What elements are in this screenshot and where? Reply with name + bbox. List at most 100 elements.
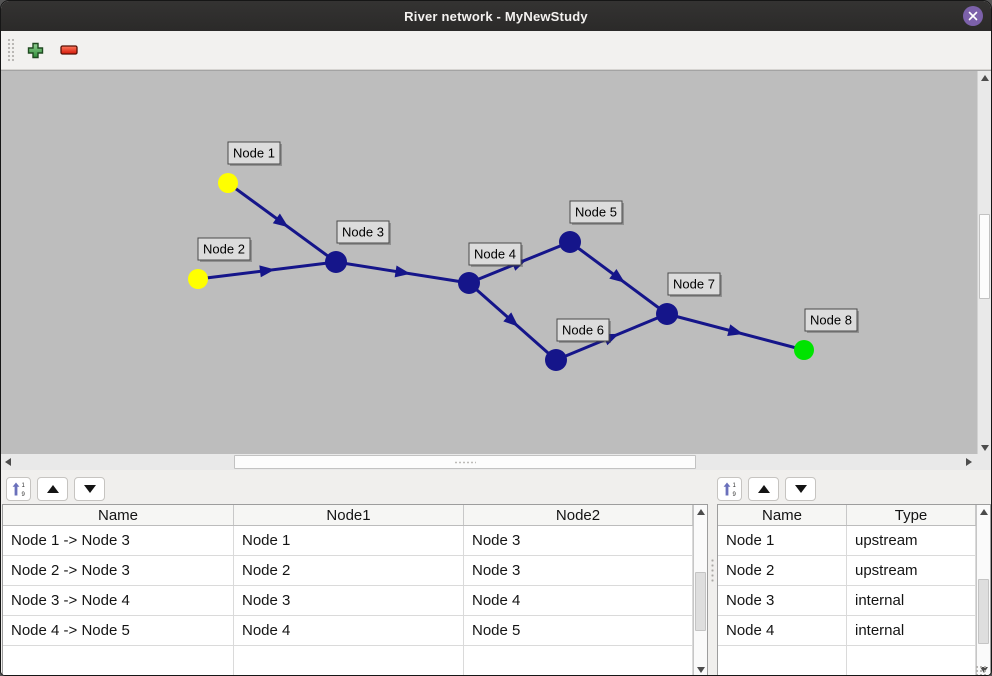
table-cell[interactable]: Node 4 xyxy=(234,616,464,645)
table-row[interactable] xyxy=(718,646,976,675)
table-cell[interactable]: Node 3 xyxy=(464,556,693,585)
svg-text:1: 1 xyxy=(21,483,25,489)
table-cell[interactable]: internal xyxy=(847,586,976,615)
table-cell[interactable]: Node 3 -> Node 4 xyxy=(3,586,234,615)
scroll-down-button[interactable] xyxy=(694,663,707,675)
table-cell[interactable]: Node 2 -> Node 3 xyxy=(3,556,234,585)
table-cell[interactable]: Node 3 xyxy=(464,526,693,555)
scroll-up-button[interactable] xyxy=(977,505,990,518)
node-label[interactable]: Node 6 xyxy=(556,318,611,343)
table-cell[interactable]: upstream xyxy=(847,556,976,585)
table-cell[interactable]: Node 1 xyxy=(234,526,464,555)
table-cell[interactable]: Node 5 xyxy=(464,616,693,645)
scroll-down-button[interactable] xyxy=(978,441,991,454)
table-cell[interactable]: internal xyxy=(847,616,976,645)
network-node[interactable] xyxy=(325,251,347,273)
move-branch-down-button[interactable] xyxy=(74,476,105,501)
column-header-node2[interactable]: Node2 xyxy=(464,505,693,525)
horizontal-scroll-track[interactable] xyxy=(14,454,962,470)
table-cell[interactable]: Node 1 xyxy=(718,526,847,555)
column-header-name[interactable]: Name xyxy=(718,505,847,525)
canvas-vertical-scrollbar[interactable] xyxy=(977,71,991,454)
network-node[interactable] xyxy=(458,272,480,294)
arrow-up-icon xyxy=(696,508,705,515)
table-cell[interactable] xyxy=(847,646,976,675)
svg-text:Node 7: Node 7 xyxy=(673,277,715,292)
table-cell[interactable]: Node 2 xyxy=(234,556,464,585)
table-cell[interactable]: Node 4 -> Node 5 xyxy=(3,616,234,645)
move-node-down-button[interactable] xyxy=(785,476,816,501)
add-branch-button[interactable] xyxy=(22,37,48,63)
network-node[interactable] xyxy=(794,340,814,360)
table-row[interactable] xyxy=(3,646,693,675)
nodes-table-scrollbar[interactable] xyxy=(976,505,990,675)
table-cell[interactable] xyxy=(718,646,847,675)
svg-text:1: 1 xyxy=(732,483,736,489)
scroll-up-button[interactable] xyxy=(978,71,991,84)
move-branch-up-button[interactable] xyxy=(37,476,68,501)
table-scroll-thumb[interactable] xyxy=(978,579,989,644)
table-cell[interactable]: upstream xyxy=(847,526,976,555)
edge-arrow-icon xyxy=(609,269,625,283)
titlebar[interactable]: River network - MyNewStudy xyxy=(1,1,991,31)
vertical-scroll-track[interactable] xyxy=(978,84,991,441)
network-node[interactable] xyxy=(188,269,208,289)
network-node[interactable] xyxy=(559,231,581,253)
table-scroll-track[interactable] xyxy=(694,518,707,663)
sort-branches-button[interactable]: 1 9 xyxy=(6,476,31,501)
table-cell[interactable] xyxy=(464,646,693,675)
table-scroll-thumb[interactable] xyxy=(695,572,706,631)
triangle-up-icon xyxy=(46,484,59,493)
column-header-name[interactable]: Name xyxy=(3,505,234,525)
remove-branch-button[interactable] xyxy=(56,37,82,63)
node-label[interactable]: Node 1 xyxy=(227,141,282,166)
node-label[interactable]: Node 2 xyxy=(197,237,252,262)
table-cell[interactable] xyxy=(234,646,464,675)
vertical-scroll-thumb[interactable] xyxy=(979,214,990,299)
node-label[interactable]: Node 4 xyxy=(468,242,523,267)
close-button[interactable] xyxy=(963,6,983,26)
network-node[interactable] xyxy=(656,303,678,325)
node-label[interactable]: Node 3 xyxy=(336,220,391,245)
table-scroll-track[interactable] xyxy=(977,518,990,663)
table-cell[interactable]: Node 2 xyxy=(718,556,847,585)
move-node-up-button[interactable] xyxy=(748,476,779,501)
network-node[interactable] xyxy=(545,349,567,371)
panel-splitter[interactable] xyxy=(708,473,717,675)
network-canvas[interactable]: Node 1 Node 2 Node 3 Node 4 Node 5 Node 6 Node… xyxy=(1,71,977,454)
sort-nodes-button[interactable]: 1 9 xyxy=(717,476,742,501)
table-cell[interactable]: Node 4 xyxy=(718,616,847,645)
resize-grip[interactable] xyxy=(975,665,988,675)
toolbar-drag-handle[interactable] xyxy=(7,38,14,62)
table-cell[interactable]: Node 3 xyxy=(718,586,847,615)
table-cell[interactable]: Node 3 xyxy=(234,586,464,615)
horizontal-scroll-thumb[interactable] xyxy=(234,455,696,469)
table-cell[interactable] xyxy=(3,646,234,675)
scroll-right-button[interactable] xyxy=(962,454,975,470)
column-header-node1[interactable]: Node1 xyxy=(234,505,464,525)
edge-arrow-icon xyxy=(272,213,289,228)
close-icon xyxy=(968,11,978,21)
edge-arrow-icon xyxy=(727,324,744,337)
table-cell[interactable]: Node 1 -> Node 3 xyxy=(3,526,234,555)
branches-table-scrollbar[interactable] xyxy=(693,505,707,675)
node-label[interactable]: Node 5 xyxy=(569,200,624,225)
node-label[interactable]: Node 7 xyxy=(667,272,722,297)
scroll-left-button[interactable] xyxy=(1,454,14,470)
scroll-up-button[interactable] xyxy=(694,505,707,518)
canvas-horizontal-scrollbar[interactable] xyxy=(1,454,991,470)
column-header-type[interactable]: Type xyxy=(847,505,976,525)
node-label[interactable]: Node 8 xyxy=(804,308,859,333)
table-cell[interactable]: Node 4 xyxy=(464,586,693,615)
svg-text:Node 6: Node 6 xyxy=(562,323,604,338)
network-node[interactable] xyxy=(218,173,238,193)
